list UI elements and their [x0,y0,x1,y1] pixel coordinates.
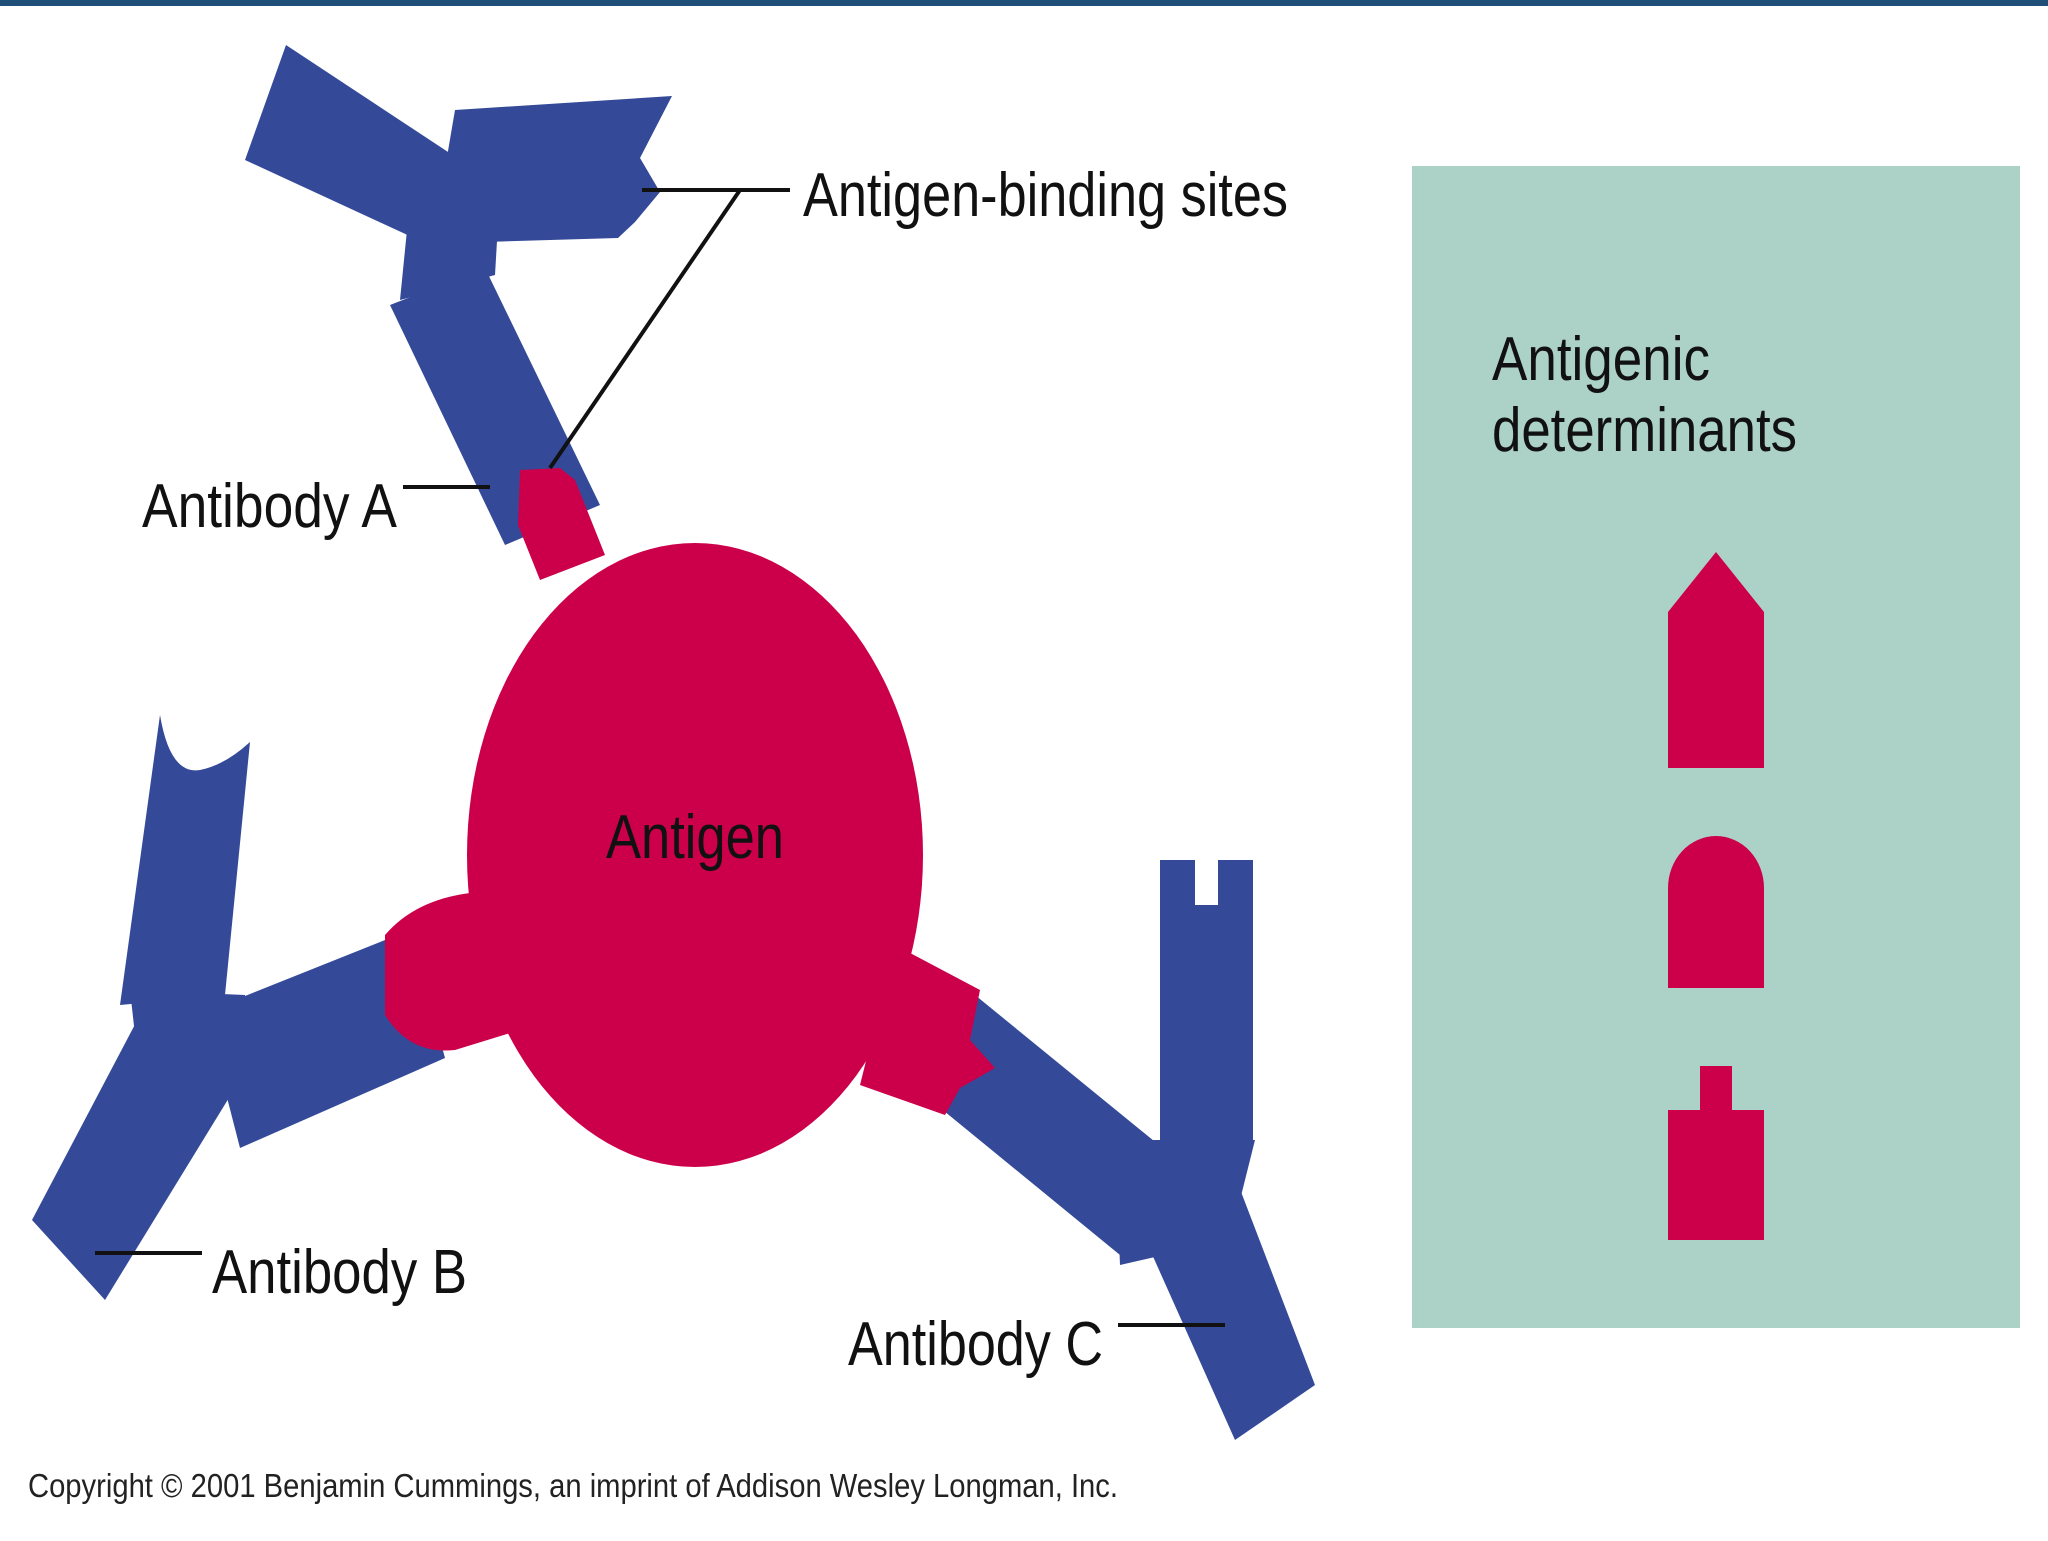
determinant-pointed-body [1668,612,1764,768]
label-antibody-c: Antibody C [848,1310,1103,1379]
label-antibody-b: Antibody B [212,1238,467,1307]
label-determinants-line2: determinants [1492,396,1797,465]
antibody-b [32,715,445,1300]
determinant-rounded-shape [1668,836,1764,988]
label-antigen-binding-sites: Antigen-binding sites [803,161,1288,230]
label-determinants-line1: Antigenic [1492,325,1710,394]
label-antibody-a: Antibody A [142,472,398,541]
antigen [385,468,995,1167]
leader-lines [95,188,1225,1327]
determinants-panel: Antigenic determinants [1412,166,2020,1328]
antibody-c [900,860,1315,1440]
leader-binding-site-a [548,188,742,470]
antibody-a [245,45,672,545]
top-bar [0,0,2048,6]
label-antigen: Antigen [606,803,784,872]
determinant-stepped-shape [1668,1066,1764,1240]
copyright-text: Copyright © 2001 Benjamin Cummings, an i… [28,1467,1118,1504]
